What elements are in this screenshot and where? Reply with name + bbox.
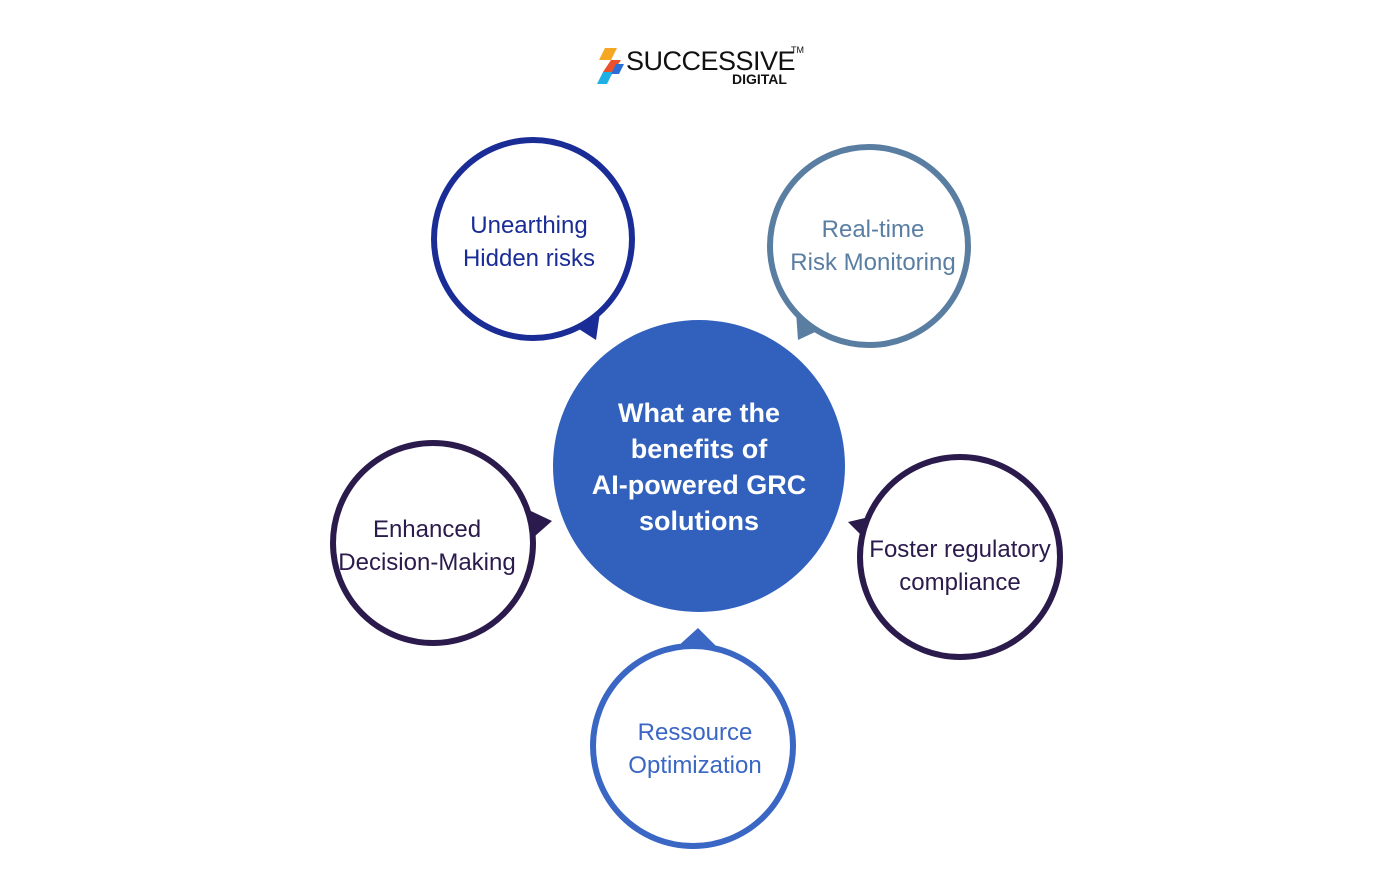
bubble-line-2: Decision-Making <box>338 549 515 576</box>
center-line-1: What are the <box>618 398 780 428</box>
bubble-line-2: Optimization <box>628 752 761 779</box>
bubble-ring <box>767 144 971 348</box>
bubble-enhanced-decision-making: Enhanced Decision-Making <box>330 440 552 646</box>
bubble-ring <box>857 454 1063 660</box>
center-line-2: benefits of <box>631 434 769 464</box>
bubble-line-1: Foster regulatory <box>869 536 1050 563</box>
bubble-line-1: Real-time <box>822 216 925 243</box>
bubble-line-2: compliance <box>899 569 1020 596</box>
center-line-4: solutions <box>639 506 759 536</box>
center-circle <box>553 320 845 612</box>
center-line-3: AI-powered GRC <box>592 470 807 500</box>
brand-subtitle: DIGITAL <box>732 71 787 87</box>
bubble-ressource-optimization: Ressource Optimization <box>590 628 796 849</box>
bubble-line-2: Hidden risks <box>463 245 595 272</box>
bubble-line-2: Risk Monitoring <box>790 249 955 276</box>
logo-mark-icon <box>597 48 624 84</box>
bubble-foster-regulatory-compliance: Foster regulatory compliance <box>848 454 1063 660</box>
bubble-line-1: Enhanced <box>373 516 481 543</box>
bubble-ring <box>330 440 536 646</box>
bubble-real-time-risk-monitoring: Real-time Risk Monitoring <box>767 144 971 348</box>
brand-trademark: TM <box>791 45 804 55</box>
bubble-ring <box>431 137 635 341</box>
bubble-line-1: Ressource <box>638 719 753 746</box>
bubble-unearthing-hidden-risks: Unearthing Hidden risks <box>431 137 635 341</box>
bubble-ring <box>590 643 796 849</box>
bubble-line-1: Unearthing <box>470 212 587 239</box>
bubble-pointer <box>676 628 718 648</box>
center-node: What are the benefits of AI-powered GRC … <box>553 320 845 612</box>
company-logo: SUCCESSIVE TM DIGITAL <box>597 45 804 87</box>
brand-name: SUCCESSIVE <box>626 46 795 76</box>
